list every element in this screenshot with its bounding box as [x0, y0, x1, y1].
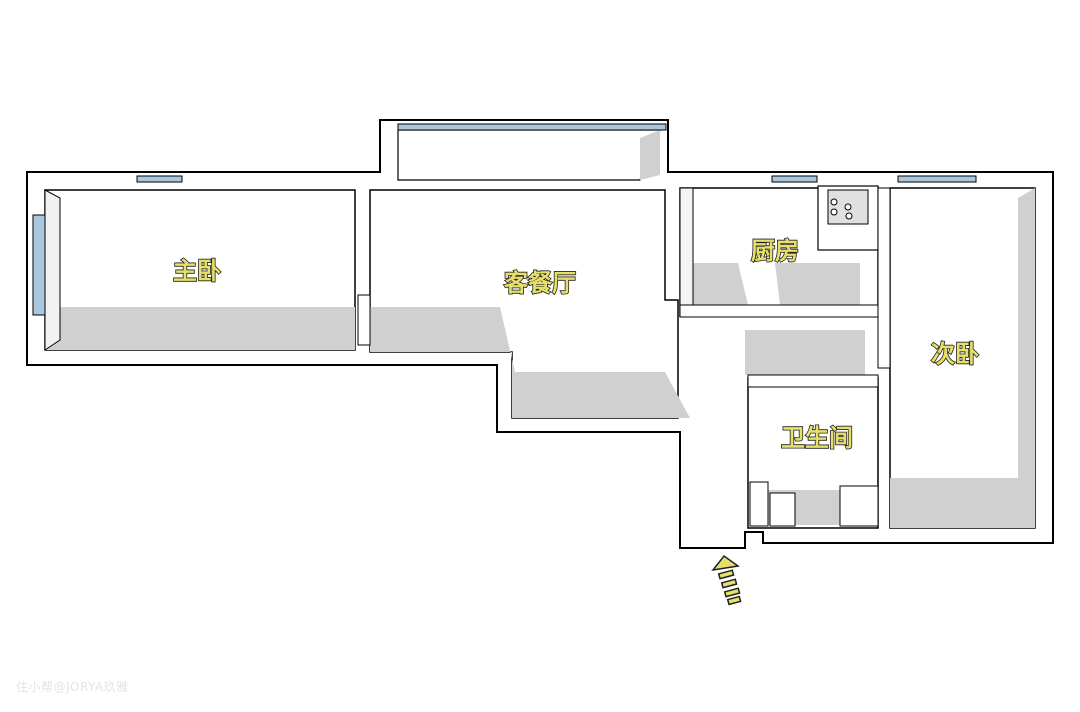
- window: [32, 214, 46, 316]
- watermark: 住小帮@JORYA玖雅: [16, 680, 129, 694]
- bathroom: [745, 330, 879, 529]
- entrance-arrow-icon: [711, 554, 742, 606]
- sink: [839, 485, 879, 527]
- kitchen: [679, 175, 977, 318]
- toilet: [769, 492, 796, 527]
- room-label-bathroom: 卫生间: [781, 424, 853, 452]
- room-label-kitchen: 厨房: [751, 237, 799, 265]
- window: [397, 123, 667, 131]
- second-bedroom: [877, 187, 1036, 529]
- room-label-second-bedroom: 次卧: [931, 340, 979, 368]
- room-label-master-bedroom: 主卧: [173, 257, 221, 285]
- room-label-living-dining: 客餐厅: [504, 269, 576, 297]
- living-dining: [136, 123, 690, 419]
- master-bedroom: [32, 189, 356, 351]
